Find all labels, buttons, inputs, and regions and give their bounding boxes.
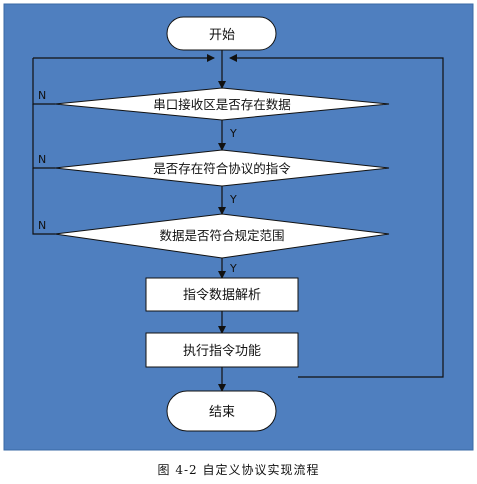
- decision-3-yes-label: Y: [229, 262, 237, 275]
- decision-2-yes-label: Y: [229, 193, 237, 206]
- decision-1-no-label: N: [38, 89, 46, 102]
- figure-caption: 图 4-2 自定义协议实现流程: [157, 463, 320, 477]
- decision-2-label: 是否存在符合协议的指令: [153, 161, 291, 176]
- decision-1-label: 串口接收区是否存在数据: [153, 97, 291, 112]
- decision-1-shape: [54, 87, 390, 121]
- decision-3-shape: [54, 213, 390, 259]
- decision-2-no-label: N: [38, 153, 46, 166]
- decision-3-label: 数据是否符合规定范围: [159, 228, 284, 243]
- process-2-box: [145, 332, 299, 368]
- decision-1-yes-label: Y: [229, 127, 237, 140]
- edge-decision-3-no-loop: [32, 168, 55, 235]
- end-label: 结束: [209, 405, 235, 420]
- connectors: [32, 50, 444, 392]
- start-terminator: [166, 16, 277, 51]
- process-1-label: 指令数据解析: [183, 288, 261, 303]
- edge-right-return: [229, 54, 444, 378]
- decision-2-shape: [54, 149, 390, 187]
- end-terminator: [166, 390, 277, 432]
- process-1-box: [145, 277, 299, 312]
- process-2-label: 执行指令功能: [183, 344, 261, 359]
- start-label: 开始: [209, 28, 235, 43]
- decision-3-no-label: N: [38, 219, 46, 232]
